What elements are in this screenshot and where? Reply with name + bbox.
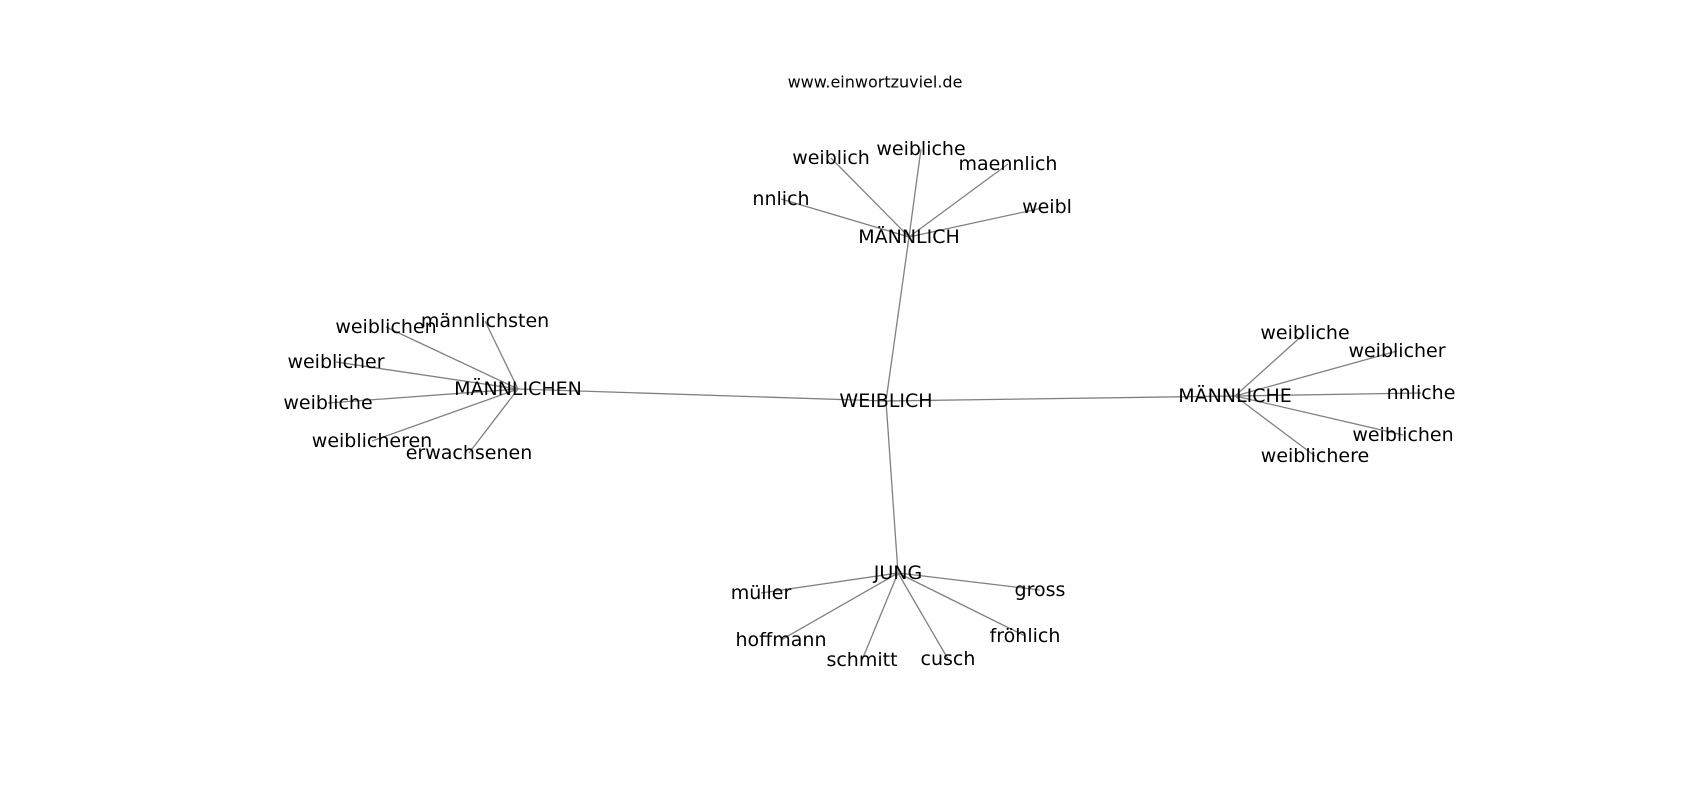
leaf-node-weibliche-1-3: weibliche xyxy=(283,392,372,414)
hub-node-1: MÄNNLICHEN xyxy=(454,377,582,400)
edge-hub-2-word-3 xyxy=(1234,395,1404,436)
leaf-node-m-ller-3-0: müller xyxy=(731,582,792,604)
edge-hub-2-word-2 xyxy=(1234,392,1422,397)
leaf-node-weiblichen-1-0: weiblichen xyxy=(335,316,436,338)
edge-hub-2-word-0 xyxy=(1234,332,1306,397)
leaf-node-maennlich-0-3: maennlich xyxy=(959,153,1058,175)
leaf-node-weibliche-2-0: weibliche xyxy=(1260,322,1349,344)
leaf-node-nnlich-0-0: nnlich xyxy=(752,188,809,210)
leaf-node-hoffmann-3-2: hoffmann xyxy=(736,629,827,651)
leaf-node-weiblichere-2-4: weiblichere xyxy=(1261,445,1369,467)
edges-layer xyxy=(327,148,1422,661)
edge-hub-3-word-5 xyxy=(897,572,949,660)
edge-hub-1-word-3 xyxy=(327,388,519,404)
edge-center-hub-3 xyxy=(885,400,899,574)
edge-center-hub-0 xyxy=(885,236,910,402)
edge-center-hub-2 xyxy=(885,395,1236,402)
leaf-node-weiblicher-2-1: weiblicher xyxy=(1348,340,1445,362)
edge-hub-3-word-4 xyxy=(861,572,899,661)
edge-hub-3-word-1 xyxy=(897,572,1041,591)
leaf-node-schmitt-3-4: schmitt xyxy=(826,649,897,671)
edge-hub-0-word-0 xyxy=(780,198,910,238)
edge-hub-3-word-0 xyxy=(760,572,899,594)
edge-hub-2-word-1 xyxy=(1234,350,1398,397)
leaf-node-nnliche-2-2: nnliche xyxy=(1387,382,1456,404)
leaf-node-weiblicher-1-2: weiblicher xyxy=(287,351,384,373)
edge-hub-1-word-0 xyxy=(385,326,519,390)
edge-hub-1-word-1 xyxy=(484,320,519,390)
leaf-node-gross-3-1: gross xyxy=(1015,579,1066,601)
edge-center-hub-1 xyxy=(517,388,887,402)
edge-hub-0-word-4 xyxy=(908,206,1048,238)
edge-hub-1-word-2 xyxy=(335,361,519,390)
leaf-node-weibliche-0-2: weibliche xyxy=(876,138,965,160)
center-node: WEIBLICH xyxy=(839,390,932,412)
edge-hub-0-word-1 xyxy=(830,157,910,238)
leaf-node-fr-hlich-3-3: fröhlich xyxy=(990,625,1061,647)
edge-hub-3-word-3 xyxy=(897,572,1026,637)
leaf-node-erwachsenen-1-5: erwachsenen xyxy=(406,442,533,464)
edge-hub-1-word-5 xyxy=(468,388,519,454)
hub-node-0: MÄNNLICH xyxy=(858,225,960,248)
leaf-node-weiblich-0-1: weiblich xyxy=(792,147,870,169)
leaf-node-weiblichen-2-3: weiblichen xyxy=(1352,424,1453,446)
edge-hub-2-word-4 xyxy=(1234,395,1316,457)
edge-hub-0-word-3 xyxy=(908,163,1009,238)
source-caption: www.einwortzuviel.de xyxy=(788,73,963,92)
leaf-node-weibl-0-4: weibl xyxy=(1022,196,1072,218)
leaf-node-cusch-3-5: cusch xyxy=(921,648,976,670)
hub-node-2: MÄNNLICHE xyxy=(1178,384,1292,407)
edge-hub-3-word-2 xyxy=(780,572,899,641)
leaf-node-weiblicheren-1-4: weiblicheren xyxy=(312,430,432,452)
edge-hub-0-word-2 xyxy=(908,148,922,238)
edge-hub-1-word-4 xyxy=(371,388,519,442)
hub-node-3: JUNG xyxy=(873,562,922,584)
leaf-node-m-nnlichsten-1-1: männlichsten xyxy=(421,310,549,332)
